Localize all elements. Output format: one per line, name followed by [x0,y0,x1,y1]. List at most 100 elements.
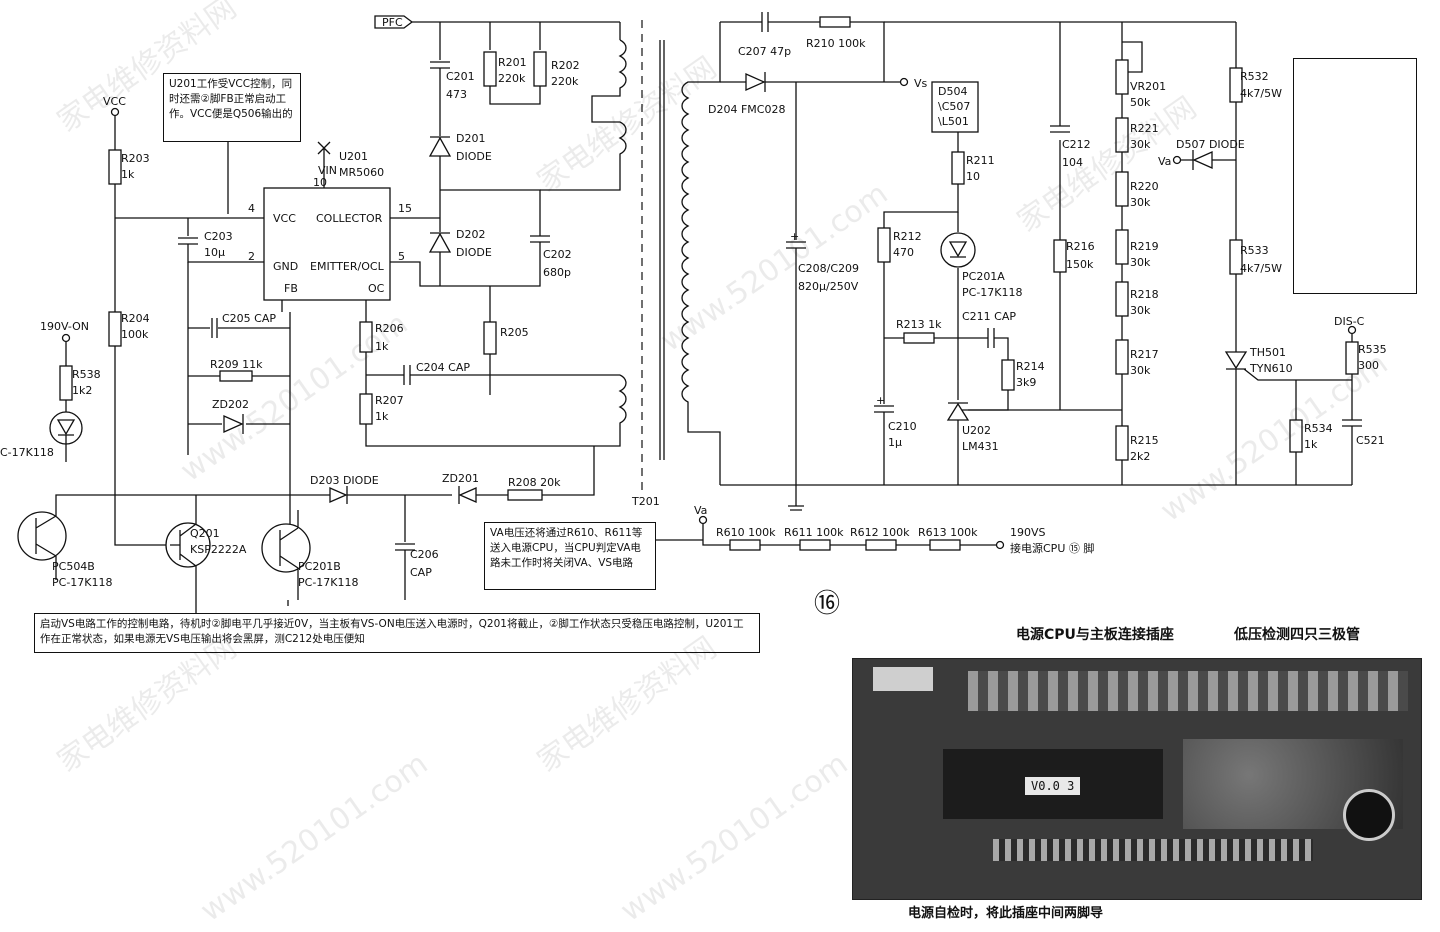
u201-label: U201 [339,150,368,163]
r219-label: R219 [1130,240,1159,253]
capacitor-c201: C201 473 [430,61,475,112]
u202-label: U202 [962,424,991,437]
resistor-r212: R212 470 [877,227,922,263]
r611-label: R611 100k [784,526,844,539]
diode-d201: D201 DIODE [428,112,492,205]
diode-d202: D202 DIODE [428,205,492,286]
u201-emitter-pin: EMITTER/OCL [310,260,385,273]
r211-value: 10 [966,170,980,183]
pfc-input: PFC [374,15,414,29]
r610-label: R610 100k [716,526,776,539]
d202-value: DIODE [456,246,492,259]
u202-part: LM431 [962,440,999,453]
r214-value: 3k9 [1016,376,1036,389]
r533-value: 4k7/5W [1240,262,1282,275]
c210-label: C210 [888,420,917,433]
r212-label: R212 [893,230,922,243]
u201-pin2: 2 [248,250,255,263]
va2-label: Va [694,504,707,517]
u201-pin15: 15 [398,202,412,215]
c202-label: C202 [543,248,572,261]
c211-label: C211 CAP [962,310,1016,323]
r201-label: R201 [498,56,527,69]
c201-label: C201 [446,70,475,83]
r219-value: 30k [1130,256,1151,269]
u201-part: MR5060 [339,166,384,179]
figure-number: ⑯ [814,589,840,619]
c207-label: C207 47p [738,45,791,58]
r217-label: R217 [1130,348,1159,361]
capacitor-c521: C521 [1342,419,1385,485]
zd202-label: ZD202 [212,398,249,411]
vr201-label: VR201 [1130,80,1166,93]
resistor-r218: R218 30k [1115,281,1159,317]
d201-value: DIODE [456,150,492,163]
va-label: Va [1158,155,1171,168]
resistor-r207: R207 1k [359,393,404,425]
resistor-r217: R217 30k [1115,339,1159,377]
c203-value: 10μ [204,246,225,259]
r221-value: 30k [1130,138,1151,151]
bottom-note-pointer [195,600,289,614]
r215-label: R215 [1130,434,1159,447]
resistor-r211: R211 10 [951,151,995,185]
regulator-u202: U202 LM431 [946,402,1060,485]
v190-on-terminal: 190V-ON [40,320,89,343]
r202-label: R202 [551,59,580,72]
r204-label: R204 [121,312,150,325]
ic-u201: VCC COLLECTOR GND EMITTER/OCL FB OC U201… [248,141,412,301]
t201-label: T201 [631,495,660,508]
r217-value: 30k [1130,364,1151,377]
optocoupler-led-left: C-17K118 [0,400,83,462]
resistor-r201: R201 220k [483,51,527,87]
vcc-label: VCC [103,95,126,108]
resistor-r213: R213 1k [896,318,942,344]
r216-value: 150k [1066,258,1094,271]
capacitor-c204: C204 CAP [403,361,470,385]
va-terminal: Va [1158,155,1182,168]
r220-label: R220 [1130,180,1159,193]
u201-vcc-pin: VCC [273,212,296,225]
d504-box: D504 \C507 \L501 [931,81,979,133]
d201-label: D201 [456,132,485,145]
self-test-caption: 电源自检时，将此插座中间两脚导 [908,906,1104,921]
resistor-r535: R535 300 [1345,341,1387,375]
resistor-r219: R219 30k [1115,229,1159,269]
capacitor-c210: + C210 1μ [874,394,917,485]
protection-note [1293,58,1417,294]
cpu-terminal: 190VS 接电源CPU ⑮ 脚 [995,526,1094,555]
v190vs-label: 190VS [1010,526,1046,539]
c206-value: CAP [410,566,432,579]
dis-c-terminal: DIS-C [1334,315,1365,335]
r532-value: 4k7/5W [1240,87,1282,100]
chip-label: V0.0 3 [1025,777,1081,795]
connector-label: 电源CPU与主板连接插座 [1016,627,1174,643]
c208-label: C208/C209 [798,262,859,275]
d204-label: D204 FMC028 [708,103,785,116]
diode-d507: D507 DIODE [1176,138,1245,170]
capacitor-c211: C211 CAP [962,310,1016,348]
u201-pin5: 5 [398,250,405,263]
v190-on-label: 190V-ON [40,320,89,333]
r206-value: 1k [375,340,389,353]
resistor-r611: R611 100k [784,526,844,551]
r208-label: R208 20k [508,476,561,489]
capacitor-c203: C203 10μ [178,218,264,263]
r220-value: 30k [1130,196,1151,209]
r205-label: R205 [500,326,529,339]
u201-oc-pin: OC [368,282,385,295]
r535-label: R535 [1358,343,1387,356]
q201-part: KSP2222A [190,543,247,556]
capacitor-c205: C205 CAP [211,312,276,338]
c210-value: 1μ [888,436,902,449]
resistor-r204: R204 100k [108,311,150,347]
capacitor-c206: C206 CAP [395,495,439,600]
r210-label: R210 100k [806,37,866,50]
capacitor-c212: C212 104 [1050,125,1091,169]
phototransistor-pc201b: PC201B PC-17K118 [261,510,359,600]
va2-terminal: Va [694,504,707,525]
c204-label: C204 CAP [416,361,470,374]
u201-gnd-pin: GND [273,260,298,273]
